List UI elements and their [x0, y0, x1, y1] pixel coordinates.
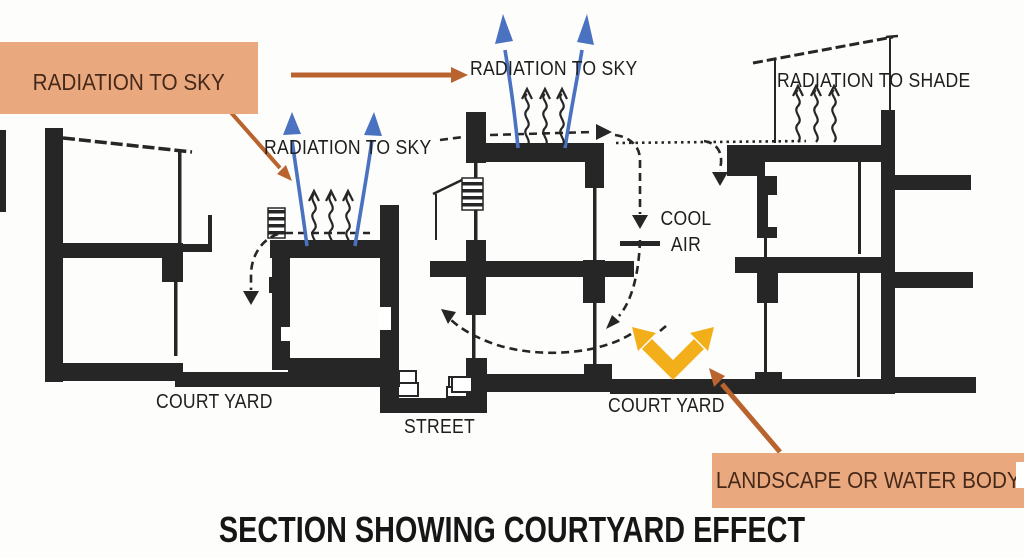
label-court-yard-left: COURT YARD: [156, 391, 273, 413]
airflow-arc-to-street: [448, 317, 632, 355]
building-left: [0, 128, 212, 382]
street-step: [397, 370, 417, 384]
building-right: [727, 34, 973, 394]
shade-roof-slanted: [752, 35, 894, 65]
airflow-descending-into-courtyard: [614, 133, 642, 214]
cool-air-down-arrow: [703, 139, 723, 172]
street-step: [397, 382, 419, 397]
ground-profile: [45, 363, 976, 394]
diagram-title: SECTION SHOWING COURTYARD EFFECT: [218, 509, 806, 550]
label-radiation-to-sky-top: RADIATION TO SKY: [470, 58, 638, 80]
building-street-left: [267, 205, 399, 413]
radiation-to-sky-callout-label: RADIATION TO SKY: [32, 68, 226, 95]
landscape-water-body-callout-box: LANDSCAPE OR WATER BODY: [712, 453, 1024, 508]
radiation-up-arrow: [353, 139, 374, 247]
landscape-water-body-callout-label: LANDSCAPE OR WATER BODY: [715, 467, 1021, 493]
white-notch: [1016, 462, 1024, 488]
radiation-up-arrow: [503, 49, 520, 149]
callout-arrow-landscape: [720, 382, 782, 454]
radiation-up-arrow: [290, 139, 309, 247]
callout-arrows-orange: [225, 67, 782, 454]
hatched-chimney: [267, 207, 286, 239]
label-street: STREET: [404, 416, 476, 438]
spread-arrow-yellow: [632, 327, 714, 380]
street-shade-roof: [432, 177, 465, 196]
label-radiation-to-sky-center: RADIATION TO SKY: [264, 137, 432, 159]
callout-arrow-diagonal: [225, 106, 282, 170]
airflow-dotted-link: [615, 139, 807, 145]
radiation-to-sky-callout-box: RADIATION TO SKY: [0, 42, 258, 114]
building-middle: [430, 112, 660, 413]
radiation-blue-arrows: [283, 14, 594, 247]
label-cool-air: COOL AIR: [660, 208, 712, 257]
label-court-yard-right: COURT YARD: [608, 395, 725, 417]
radiation-up-arrow: [563, 49, 584, 149]
heat-squiggle-arrows: [308, 83, 840, 249]
airflow-over-roof: [489, 130, 594, 137]
label-radiation-to-shade: RADIATION TO SHADE: [777, 70, 971, 92]
hatched-chimney: [461, 177, 484, 211]
airflow-down-arrow-left-courtyard: [249, 232, 279, 290]
